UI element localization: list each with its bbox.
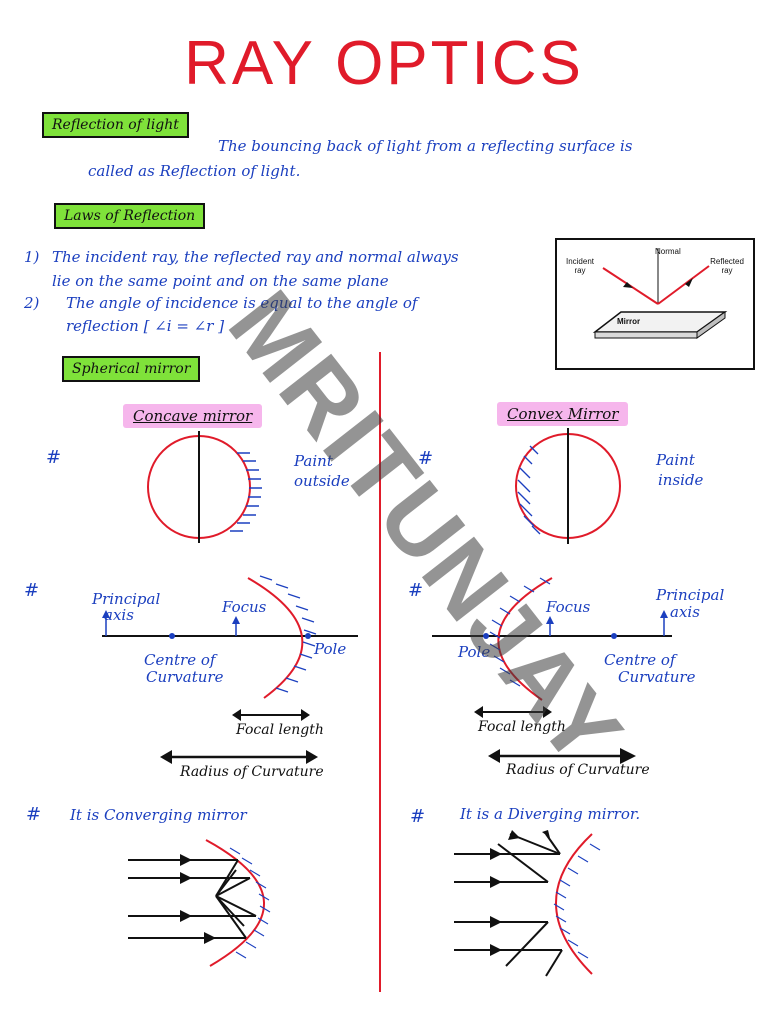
law2-number: 2) <box>24 294 40 312</box>
convex-ray-diagram <box>432 577 672 701</box>
concave-centre-line2: Curvature <box>146 668 224 686</box>
convex-circle-diagram <box>515 428 621 544</box>
concave-centre-line1: Centre of <box>144 651 216 669</box>
convex-paint-note-line1: Paint <box>656 451 695 469</box>
law1-number: 1) <box>24 248 40 266</box>
convex-statement: It is a Diverging mirror. <box>460 805 641 823</box>
page-title: RAY OPTICS <box>184 29 584 98</box>
convex-hash-3: # <box>410 806 426 827</box>
convex-hash-1: # <box>418 448 434 469</box>
convex-centre-line2: Curvature <box>618 668 696 686</box>
concave-ray-diagram <box>102 575 358 699</box>
law1-line1: The incident ray, the reflected ray and … <box>52 248 459 266</box>
law2-line2: reflection [ ∠i = ∠r ] <box>66 317 225 335</box>
concave-radius-arrow <box>160 750 318 764</box>
concave-hash-3: # <box>26 804 42 825</box>
concave-pole-label: Pole <box>314 640 347 658</box>
law2-line1: The angle of incidence is equal to the a… <box>66 294 418 312</box>
concave-statement: It is Converging mirror <box>70 806 247 824</box>
convex-heading: Convex Mirror <box>497 402 629 426</box>
convex-radius-label: Radius of Curvature <box>506 762 650 778</box>
concave-paint-note-line1: Paint <box>294 452 333 470</box>
convex-principal-line2: axis <box>670 603 700 621</box>
concave-circle-diagram <box>147 431 262 543</box>
convex-centre-line1: Centre of <box>604 651 676 669</box>
convex-focus-label: Focus <box>546 598 591 616</box>
concave-paint-note-line2: outside <box>294 472 350 490</box>
reflected-ray-label: Reflected ray <box>710 257 744 275</box>
reflection-figure: Normal Incident ray Reflected ray Mirror <box>555 238 755 370</box>
convex-radius-arrow <box>488 748 636 764</box>
concave-radius-label: Radius of Curvature <box>180 764 324 780</box>
law1-line2: lie on the same point and on the same pl… <box>52 272 389 290</box>
reflection-definition-line1: The bouncing back of light from a reflec… <box>218 137 633 155</box>
convex-paint-note-line2: inside <box>658 471 704 489</box>
convex-focal-length-label: Focal length <box>478 719 566 735</box>
convex-pole-label: Pole <box>458 643 491 661</box>
concave-principal-line2: axis <box>104 606 134 624</box>
concave-principal-line1: Principal <box>92 590 161 608</box>
concave-focal-length-label: Focal length <box>236 722 324 738</box>
normal-label: Normal <box>655 247 681 256</box>
concave-hash-1: # <box>46 447 62 468</box>
concave-focus-label: Focus <box>222 598 267 616</box>
incident-ray-label: Incident ray <box>565 257 595 275</box>
spherical-mirror-tag: Spherical mirror <box>62 356 201 382</box>
mirror-label: Mirror <box>617 317 641 326</box>
convex-principal-line1: Principal <box>656 586 725 604</box>
concave-heading: Concave mirror <box>123 404 263 428</box>
reflection-definition-line2: called as Reflection of light. <box>88 162 301 180</box>
concave-hash-2: # <box>24 580 40 601</box>
concave-focal-arrow <box>232 709 310 721</box>
reflection-tag: Reflection of light <box>42 112 189 138</box>
laws-tag: Laws of Reflection <box>54 203 206 229</box>
convex-hash-2: # <box>408 580 424 601</box>
concave-converging-diagram <box>128 839 271 967</box>
convex-focal-arrow <box>474 706 552 718</box>
convex-diverging-diagram <box>454 830 601 977</box>
reflection-figure-drawing <box>592 248 728 339</box>
column-divider <box>379 352 381 992</box>
